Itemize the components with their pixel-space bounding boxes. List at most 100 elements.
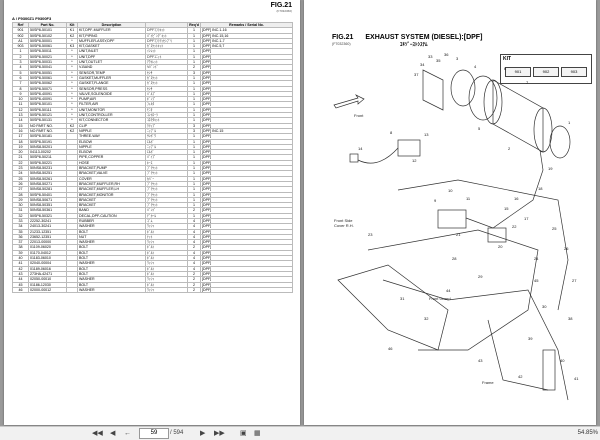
kit-legend-label: KIT	[503, 56, 512, 62]
front-side-cover-shape	[337, 264, 449, 351]
label-frame: Frame	[482, 380, 494, 385]
left-page: FIG.21 (F7032360) A / F9300Z1 F9300F3 Re…	[4, 0, 300, 425]
callout-number: 2	[508, 146, 511, 151]
callout-number: 23	[368, 232, 373, 237]
two-page-view-icon[interactable]: ▦	[254, 430, 261, 437]
frame-post-shape	[542, 349, 556, 391]
label-front: Front	[354, 113, 364, 118]
controller-shape	[397, 139, 421, 157]
callout-number: 8	[390, 130, 393, 135]
column-header: Remarks / Serial No.	[200, 21, 293, 29]
callout-number: 29	[478, 274, 483, 279]
callout-number: 40	[560, 358, 565, 363]
table-cell: [DPF]	[200, 286, 293, 294]
callout-number: 3	[456, 56, 459, 61]
frame-body	[367, 229, 539, 351]
figure-code: (F7032360)	[276, 9, 292, 13]
kit-chip-903: 903	[561, 67, 587, 77]
callout-number: 32	[424, 316, 429, 321]
callout-number: 42	[518, 374, 523, 379]
dpf-unit-rear	[533, 107, 553, 153]
table-cell: ﾜｯｼｬ	[145, 286, 188, 294]
callout-number: 14	[358, 146, 363, 151]
valve-shape	[487, 227, 507, 243]
callout-number: 13	[424, 132, 429, 137]
kit-legend: KIT 901 902 903	[500, 54, 592, 84]
table-cell	[66, 286, 78, 294]
table-cell: WASHER	[77, 286, 146, 294]
zoom-level[interactable]: 54.85%	[577, 430, 598, 436]
figure-header: FIG.21 (F7032360)	[271, 2, 292, 13]
next-page-icon[interactable]: ▶	[200, 430, 206, 437]
callout-number: 34	[420, 62, 425, 67]
viewer-toolbar: ◀◀ ◀ ← / 594 ▶ ▶▶ ▣ ▦ 54.85%	[0, 426, 600, 440]
diagram-code: (F7032360)	[332, 42, 351, 46]
prev-page-icon[interactable]: ◀	[110, 430, 116, 437]
label-front-guard: Front Guard	[429, 296, 451, 301]
callout-number: 7	[526, 80, 529, 85]
muffler-band-shape	[468, 75, 498, 121]
kit-chip-901: 901	[505, 67, 531, 77]
prev-page-arrow-icon[interactable]: ←	[124, 430, 131, 437]
label-front-side-cover: Front Side Cover R.H.	[334, 218, 354, 228]
frame-top-edge	[397, 179, 569, 311]
diagram-figure: FIG.21	[332, 34, 354, 41]
callout-number: 19	[548, 166, 553, 171]
callout-number: 4	[474, 64, 477, 69]
harness-line	[357, 147, 399, 164]
callout-number: 21	[456, 232, 461, 237]
callout-number: 38	[568, 316, 573, 321]
callout-number: 17	[524, 216, 529, 221]
callout-number: 28	[452, 256, 457, 261]
diagram-title-jp: ｴｷｿﾞｰｽﾄｼｽﾃﾑ	[400, 42, 428, 48]
callout-number: 18	[538, 186, 543, 191]
fit-page-icon[interactable]: ▣	[240, 430, 247, 437]
first-page-icon[interactable]: ◀◀	[92, 430, 103, 437]
muffler-inlet-shape	[450, 69, 476, 107]
last-page-icon[interactable]: ▶▶	[214, 430, 225, 437]
front-arrow	[333, 94, 365, 109]
callout-number: 35	[436, 58, 441, 63]
callout-number: 45	[534, 278, 539, 283]
callout-number: 26	[564, 246, 569, 251]
copper-pipe-line	[465, 149, 544, 229]
callout-number: 15	[504, 206, 509, 211]
connector-shape	[349, 153, 359, 163]
callout-number: 6	[504, 66, 507, 71]
callout-number: 39	[528, 336, 533, 341]
frame-lower	[382, 279, 569, 401]
page-number-input[interactable]	[139, 428, 169, 439]
callout-number: 31	[400, 296, 405, 301]
table-cell: 46	[12, 286, 29, 294]
callout-number: 12	[412, 158, 417, 163]
callout-number: 1	[568, 120, 571, 125]
page-total: / 594	[170, 430, 184, 436]
callout-number: 33	[428, 54, 433, 59]
table-cell: 2	[187, 286, 201, 294]
callout-number: 22	[512, 224, 517, 229]
callout-number: 46	[388, 346, 393, 351]
callout-number: 25	[552, 226, 557, 231]
callout-number: 36	[444, 52, 449, 57]
diagram-title-main: EXHAUST SYSTEM (DIESEL):[DPF]	[365, 34, 483, 41]
dpf-unit-front	[483, 79, 503, 125]
model-line: A / F9300Z1 F9300F3	[12, 16, 52, 21]
pump-shape	[437, 209, 467, 229]
